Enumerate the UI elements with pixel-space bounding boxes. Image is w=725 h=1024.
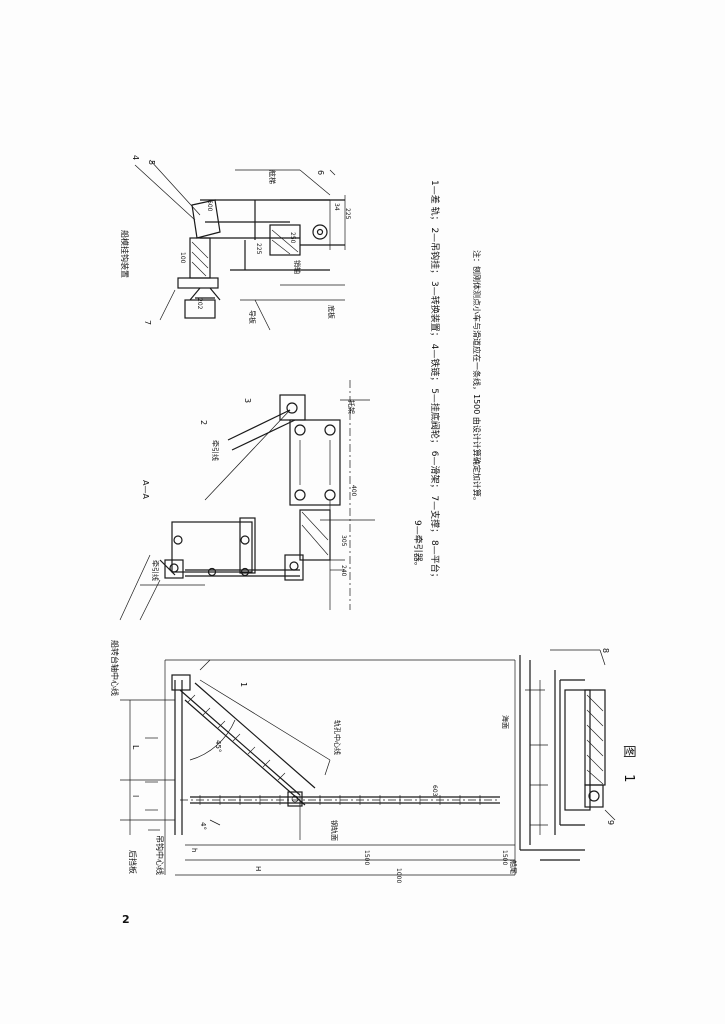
callout-6: 6: [316, 170, 325, 176]
callout-7: 7: [143, 320, 152, 326]
dim-250: 250: [289, 232, 296, 244]
dim-240: 240: [340, 565, 347, 577]
label-hook-center: 吊钩中心线: [155, 835, 164, 875]
dim-603: 603: [431, 785, 438, 797]
dim-h: h: [190, 848, 198, 853]
dim-l: l: [131, 795, 140, 798]
label-traction-line-a: 牵引线: [211, 440, 219, 461]
callout-3: 3: [243, 398, 252, 404]
label-hole-center: 轨孔中心线: [333, 720, 341, 755]
callout-9: 9: [606, 820, 615, 826]
label-rail-top: 钢轨面: [330, 820, 338, 841]
callout-4: 4: [131, 155, 140, 161]
label-rail-axis-center: 船转台轴中心线: [110, 640, 119, 696]
dim-1500a: 1500: [363, 850, 370, 866]
label-holder: 导板: [248, 310, 256, 324]
callout-1: 1: [239, 682, 248, 688]
callout-2: 2: [199, 420, 208, 426]
label-pin-axis: 销轴: [293, 260, 301, 274]
dim-225: 225: [255, 243, 262, 255]
dim-L: L: [131, 745, 140, 750]
dim-1500b: 1500: [501, 850, 508, 866]
detail-title: 船模挂钩装置: [120, 230, 129, 278]
legend-line-2: 9—牵引器。: [412, 520, 422, 571]
dim-600: 600: [206, 200, 213, 212]
dim-225b: 225: [344, 208, 351, 220]
legend-line-1: 1—差 轨； 2—吊钩挂； 3—转换装置； 4—铁链； 5—挂底阀轮； 6—滑架…: [429, 180, 439, 582]
dim-H: H: [254, 866, 262, 872]
dim-400: 400: [350, 485, 357, 497]
hook-detail-view: [134, 159, 346, 331]
label-bracket: 托架: [347, 400, 355, 414]
dim-305: 305: [340, 535, 347, 547]
section-a-a-view: [119, 380, 375, 621]
vessel-side-view: [519, 649, 616, 861]
callout-5: 5: [147, 160, 156, 166]
dim-100: 100: [179, 252, 186, 264]
label-traction-line-b: 牵引线: [151, 560, 159, 581]
dim-45deg: 45°: [214, 740, 222, 753]
label-gangway: 舷梯: [268, 170, 276, 184]
label-stern: 船尾: [509, 860, 517, 874]
dim-202: 202: [196, 298, 203, 310]
label-base-plate: 底板: [327, 305, 335, 319]
label-sea-surface: 海面: [501, 715, 509, 729]
dim-34: 34: [333, 203, 340, 211]
main-elevation-view: [120, 659, 516, 876]
figure-caption: 图 1: [621, 745, 636, 789]
dim-1000: 1000: [395, 868, 402, 884]
page-number: 2: [122, 913, 130, 926]
dim-4deg: 4°: [199, 822, 207, 830]
section-label: A—A: [141, 480, 150, 499]
note-line: 注：刨刚体测点小车与滑道应在一条线，1500 由设计计算确定加计算。: [472, 250, 481, 505]
callout-8: 8: [601, 648, 610, 654]
label-rear-plate: 后挡板: [128, 850, 137, 874]
